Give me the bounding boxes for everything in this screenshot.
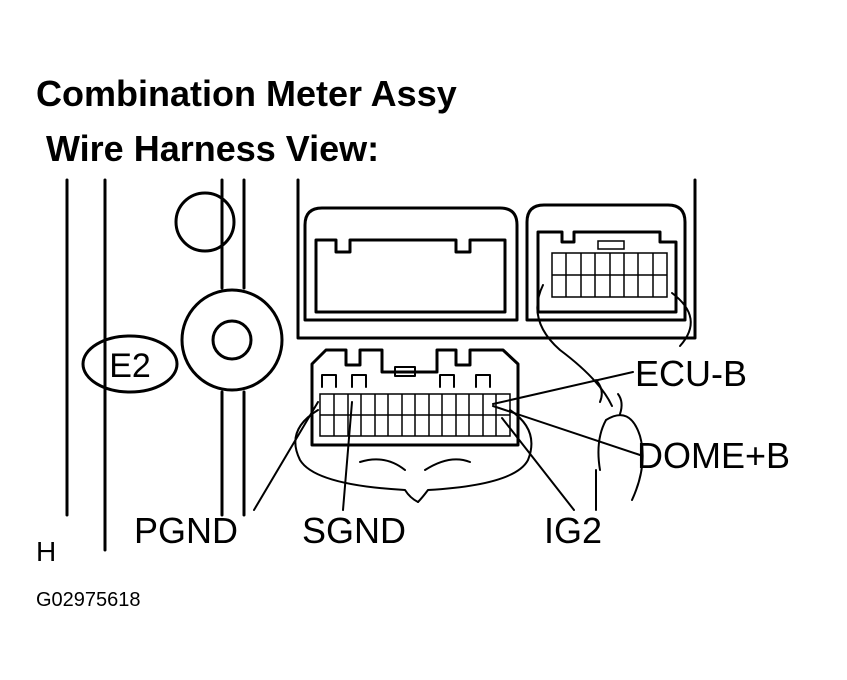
side-wires (595, 379, 644, 511)
e2-connector-body (294, 348, 533, 503)
figure-id: G02975618 (36, 589, 141, 611)
label-ig2: IG2 (544, 510, 602, 551)
small-connector-pins (551, 240, 668, 298)
label-sgnd: SGND (302, 510, 406, 551)
diagram-title: Combination Meter Assy (36, 73, 457, 114)
harness-lines (65, 178, 246, 552)
meter-housing (296, 178, 697, 340)
large-connector-socket (303, 206, 519, 322)
label-dome-b: DOME+B (637, 435, 790, 476)
connector-code-badge: E2 (81, 334, 179, 394)
leader-lines (253, 371, 641, 511)
diagram-subtitle: Wire Harness View: (46, 128, 379, 169)
wire-color-code: H (36, 536, 56, 567)
mounting-grommet (174, 191, 284, 392)
label-ecu-b: ECU-B (635, 353, 747, 394)
connector-code: E2 (109, 347, 151, 385)
label-pgnd: PGND (134, 510, 238, 551)
e2-connector-pins (319, 393, 511, 437)
